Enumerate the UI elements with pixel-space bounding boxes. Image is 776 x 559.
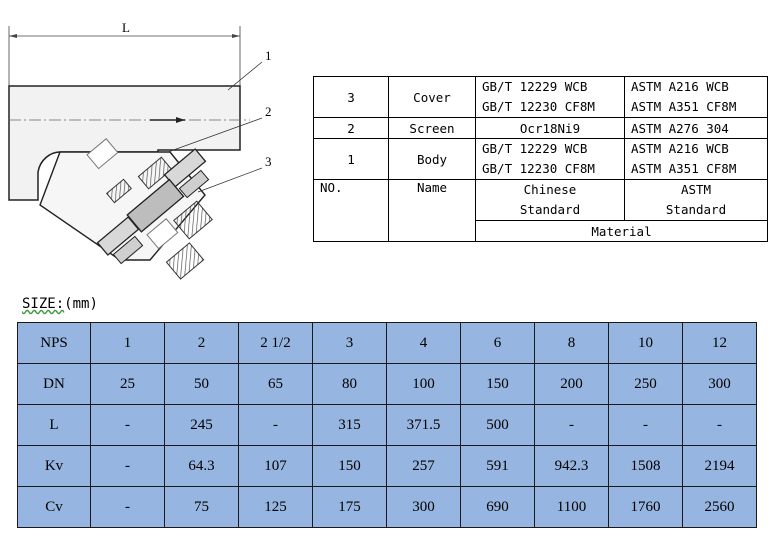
part-astm: ASTM A216 WCB ASTM A351 CF8M: [624, 138, 768, 180]
header-astm: ASTM Standard: [624, 179, 768, 221]
table-cell: 65: [238, 363, 313, 405]
table-row: 3 Cover GB/T 12229 WCB GB/T 12230 CF8M A…: [313, 76, 768, 118]
row-header: Cv: [17, 486, 91, 528]
std-line: GB/T 12230 CF8M: [482, 161, 595, 176]
dimension-label: L: [122, 20, 130, 35]
table-cell: 8: [534, 322, 609, 364]
table-cell: 2560: [682, 486, 757, 528]
table-cell: 50: [164, 363, 239, 405]
table-cell: 315: [312, 404, 387, 446]
table-cell: 125: [238, 486, 313, 528]
size-label: SIZE:(mm): [22, 296, 98, 312]
table-cell: -: [608, 404, 683, 446]
table-row: 1 Body GB/T 12229 WCB GB/T 12230 CF8M AS…: [313, 138, 768, 180]
table-cell: 591: [460, 445, 535, 487]
table-cell: 175: [312, 486, 387, 528]
parts-table: 3 Cover GB/T 12229 WCB GB/T 12230 CF8M A…: [313, 76, 768, 242]
row-header: L: [17, 404, 91, 446]
table-row: Material: [314, 220, 768, 242]
callout-1: 1: [265, 48, 272, 63]
part-name: Screen: [388, 117, 476, 139]
table-cell: 942.3: [534, 445, 609, 487]
table-row: 2 Screen Ocr18Ni9 ASTM A276 304: [313, 117, 768, 139]
table-cell: 107: [238, 445, 313, 487]
row-header: NPS: [17, 322, 91, 364]
row-header: Kv: [17, 445, 91, 487]
row-header: DN: [17, 363, 91, 405]
table-cell: 1100: [534, 486, 609, 528]
table-cell: 25: [90, 363, 165, 405]
table-cell: 150: [460, 363, 535, 405]
table-cell: 3: [312, 322, 387, 364]
part-no: 3: [313, 76, 389, 118]
table-cell: 250: [608, 363, 683, 405]
part-std: GB/T 12229 WCB GB/T 12230 CF8M: [475, 138, 625, 180]
size-unit: (mm): [64, 296, 98, 312]
table-cell: 1508: [608, 445, 683, 487]
table-cell: 690: [460, 486, 535, 528]
table-cell: -: [682, 404, 757, 446]
std-line: GB/T 12230 CF8M: [482, 99, 595, 114]
part-std: GB/T 12229 WCB GB/T 12230 CF8M: [475, 76, 625, 118]
header-name: Name: [388, 179, 476, 242]
table-cell: 245: [164, 404, 239, 446]
table-cell: -: [90, 445, 165, 487]
size-title: SIZE:: [22, 296, 65, 312]
table-cell: 371.5: [386, 404, 461, 446]
callout-2: 2: [265, 104, 272, 119]
table-cell: -: [534, 404, 609, 446]
table-cell: 150: [312, 445, 387, 487]
table-cell: 500: [460, 404, 535, 446]
table-cell: 2: [164, 322, 239, 364]
material-label: Material: [475, 220, 768, 242]
part-no: 1: [313, 138, 389, 180]
header-std-line: Standard: [519, 202, 581, 217]
part-astm: ASTM A276 304: [624, 117, 768, 139]
table-cell: 2 1/2: [238, 322, 313, 364]
table-cell: 257: [386, 445, 461, 487]
table-cell: 300: [386, 486, 461, 528]
table-cell: 200: [534, 363, 609, 405]
std-line: GB/T 12229 WCB: [482, 141, 588, 156]
table-cell: 1: [90, 322, 165, 364]
header-astm-line: Standard: [665, 202, 727, 217]
table-cell: 2194: [682, 445, 757, 487]
strainer-drawing: L 1 2 3: [8, 20, 272, 280]
header-std-line: Chinese: [523, 182, 577, 197]
astm-line: ASTM A216 WCB: [631, 141, 729, 156]
table-cell: -: [90, 486, 165, 528]
table-cell: 10: [608, 322, 683, 364]
std-line: GB/T 12229 WCB: [482, 79, 588, 94]
table-cell: 100: [386, 363, 461, 405]
astm-line: ASTM A351 CF8M: [631, 99, 737, 114]
table-cell: 75: [164, 486, 239, 528]
table-row: NO. Name Chinese Standard ASTM Standard: [313, 179, 768, 242]
part-no: 2: [313, 117, 389, 139]
table-cell: 1760: [608, 486, 683, 528]
header-std: Chinese Standard: [475, 179, 625, 221]
table-cell: 6: [460, 322, 535, 364]
table-cell: 300: [682, 363, 757, 405]
table-cell: 4: [386, 322, 461, 364]
part-name: Body: [388, 138, 476, 180]
table-cell: 80: [312, 363, 387, 405]
part-astm: ASTM A216 WCB ASTM A351 CF8M: [624, 76, 768, 118]
header-astm-line: ASTM: [680, 182, 712, 197]
table-cell: 64.3: [164, 445, 239, 487]
table-cell: 12: [682, 322, 757, 364]
callout-3: 3: [265, 154, 272, 169]
part-name: Cover: [388, 76, 476, 118]
table-cell: -: [238, 404, 313, 446]
astm-line: ASTM A216 WCB: [631, 79, 729, 94]
header-no: NO.: [313, 179, 389, 242]
astm-line: ASTM A351 CF8M: [631, 161, 737, 176]
table-cell: -: [90, 404, 165, 446]
part-std: Ocr18Ni9: [475, 117, 625, 139]
